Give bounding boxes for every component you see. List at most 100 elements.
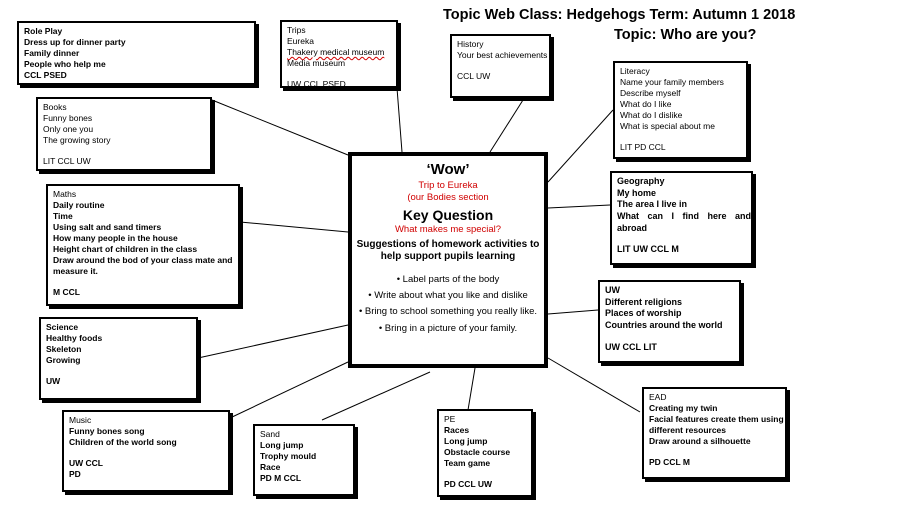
box-heading: Trips — [287, 25, 306, 35]
box-line: What do I dislike — [620, 110, 683, 121]
key-question-heading: Key Question — [402, 207, 494, 224]
box-line: Draw around a silhouette — [649, 436, 751, 447]
box-line: People who help me — [24, 59, 106, 70]
box-line: Eureka — [287, 36, 314, 47]
box-role-play: Role Play Dress up for dinner party Fami… — [17, 21, 256, 85]
box-heading: PE — [444, 414, 456, 424]
homework-item: Write about what you like and dislike — [352, 290, 544, 302]
box-line: Media museum — [287, 58, 346, 69]
box-line: Name your family members — [620, 77, 724, 88]
box-line: Obstacle course — [444, 447, 511, 458]
box-line: Your best achievements — [457, 50, 548, 61]
connector-geography — [547, 204, 611, 209]
box-uw: UW Different religions Places of worship… — [598, 280, 741, 363]
box-line: Different religions — [605, 296, 683, 307]
box-maths: Maths Daily routine Time Using salt and … — [46, 184, 240, 306]
connector-uw — [547, 309, 599, 315]
box-line: Funny bones — [43, 113, 93, 124]
box-trips: Trips Eureka Thakery medical museum Medi… — [280, 20, 398, 90]
key-question-text: What makes me special? — [394, 224, 502, 236]
box-line: Only one you — [43, 124, 94, 135]
box-line: Race — [260, 462, 281, 473]
header-line-1: Topic Web Class: Hedgehogs Term: Autumn … — [443, 7, 796, 23]
box-heading: Sand — [260, 429, 280, 439]
box-heading: Geography — [617, 176, 665, 186]
connector-pe — [467, 367, 476, 411]
box-tags: LIT PD CCL — [620, 142, 666, 153]
box-tags: CCL UW — [457, 71, 491, 82]
box-line: Skeleton — [46, 344, 82, 355]
box-sand: Sand Long jump Trophy mould Race PD M CC… — [253, 424, 355, 496]
box-heading: Maths — [53, 189, 77, 199]
box-heading: Music — [69, 415, 92, 425]
box-music: Music Funny bones song Children of the w… — [62, 410, 230, 492]
wow-heading: ‘Wow’ — [426, 161, 470, 178]
box-line: Team game — [444, 458, 491, 469]
box-line: Describe myself — [620, 88, 681, 99]
box-history: History Your best achievements CCL UW — [450, 34, 551, 98]
box-line: Dress up for dinner party — [24, 37, 126, 48]
box-heading: Science — [46, 322, 79, 332]
box-tags: M CCL — [53, 287, 80, 298]
connector-literacy — [547, 109, 614, 183]
box-heading: EAD — [649, 392, 667, 402]
box-heading: Books — [43, 102, 67, 112]
box-tags: PD CCL UW — [444, 479, 493, 490]
box-heading: UW — [605, 285, 620, 295]
box-tags: UW CCL — [69, 458, 103, 469]
connector-science — [197, 324, 349, 359]
box-geography: Geography My home The area I live in Wha… — [610, 171, 753, 265]
box-tags: UW — [46, 376, 61, 387]
box-line: The growing story — [43, 135, 111, 146]
trip-line-1: Trip to Eureka — [418, 179, 478, 191]
box-line: Races — [444, 425, 470, 436]
box-heading: History — [457, 39, 484, 49]
box-line: measure it. — [53, 266, 98, 277]
box-literacy: Literacy Name your family members Descri… — [613, 61, 748, 159]
box-line: Trophy mould — [260, 451, 317, 462]
box-tags: PD M CCL — [260, 473, 302, 484]
box-line: Creating my twin — [649, 403, 718, 414]
box-science: Science Healthy foods Skeleton Growing U… — [39, 317, 198, 400]
box-line: The area I live in — [617, 199, 688, 210]
homework-item: Label parts of the body — [352, 274, 544, 286]
box-line: What can I find here and — [617, 211, 752, 222]
homework-item: Bring to school something you really lik… — [352, 306, 544, 318]
connector-history — [489, 99, 524, 153]
box-line: Growing — [46, 355, 81, 366]
center-key-question-box: ‘Wow’ Trip to Eureka (our Bodies section… — [348, 152, 548, 368]
connector-music — [229, 361, 349, 419]
header-line-2: Topic: Who are you? — [614, 27, 757, 43]
connector-maths — [239, 221, 349, 233]
box-line: Family dinner — [24, 48, 80, 59]
box-line: Time — [53, 211, 73, 222]
box-books: Books Funny bones Only one you The growi… — [36, 97, 212, 171]
trip-line-2: (our Bodies section — [407, 191, 489, 203]
box-line: Height chart of children in the class — [53, 244, 198, 255]
box-line: Countries around the world — [605, 320, 723, 331]
box-line: How many people in the house — [53, 233, 178, 244]
box-line: Places of worship — [605, 308, 682, 319]
box-line: Using salt and sand timers — [53, 222, 162, 233]
box-line: Long jump — [444, 436, 488, 447]
suggestions-heading: Suggestions of homework activities to he… — [356, 238, 540, 263]
box-tags: UW CCL LIT — [605, 341, 657, 352]
box-tags: LIT UW CCL M — [617, 244, 679, 255]
box-tags: CCL PSED — [24, 70, 67, 81]
box-pe: PE Races Long jump Obstacle course Team … — [437, 409, 533, 497]
box-heading: Role Play — [24, 26, 63, 36]
box-line: What do I like — [620, 99, 672, 110]
box-line: Long jump — [260, 440, 304, 451]
box-line: abroad — [617, 222, 648, 233]
connector-books — [211, 99, 349, 156]
connector-ead — [547, 357, 641, 413]
homework-item: Bring in a picture of your family. — [352, 323, 544, 335]
box-line: Daily routine — [53, 200, 105, 211]
box-tags: PD — [69, 469, 81, 480]
box-ead: EAD Creating my twin Facial features cre… — [642, 387, 787, 479]
box-line: different resources — [649, 425, 726, 436]
box-tags: UW CCL PSED — [287, 79, 346, 90]
box-line: What is special about me — [620, 121, 715, 132]
box-line: Draw around the bod of your class mate a… — [53, 255, 233, 266]
